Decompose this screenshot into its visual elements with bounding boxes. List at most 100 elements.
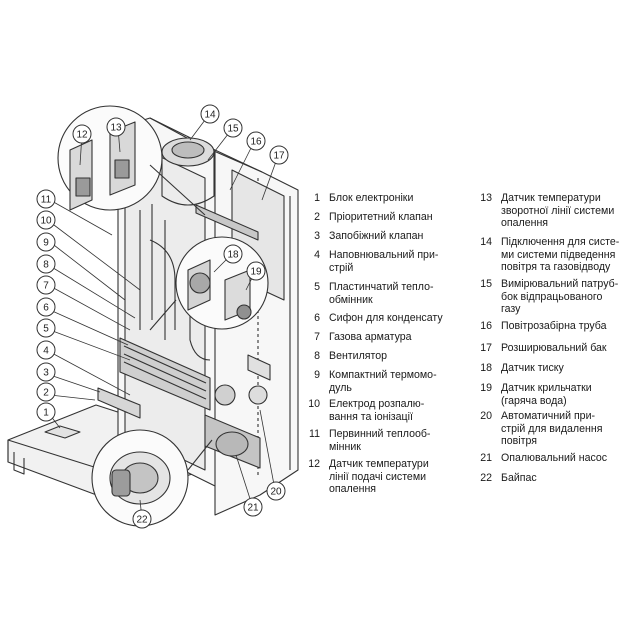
callout-21: 21	[243, 497, 263, 517]
svg-text:3: 3	[43, 368, 49, 379]
legend-num: 15	[480, 278, 492, 290]
callout-1: 1	[36, 402, 56, 422]
legend-text: Опалювальний насос	[501, 452, 608, 464]
legend-num: 8	[314, 350, 320, 362]
zoom-detail-pressure	[149, 236, 269, 331]
callout-10: 10	[36, 210, 56, 230]
legend-left: 1 Блок електроніки 2 Пріоритетний клапан 3…	[298, 192, 476, 495]
callouts: 1 2 3 4 5 6 7 8 9 10 11 12 13 14 15 16 1…	[36, 104, 289, 529]
legend-num: 2	[314, 211, 320, 223]
legend-num: 17	[480, 342, 492, 354]
legend-item-3: 3 Запобіжний клапан	[298, 230, 423, 243]
svg-text:22: 22	[136, 515, 148, 526]
callout-9: 9	[36, 232, 56, 252]
callout-7: 7	[36, 275, 56, 295]
legend-num: 1	[314, 192, 320, 204]
svg-text:7: 7	[43, 281, 49, 292]
legend-num: 21	[480, 452, 492, 464]
legend-item-10: 10 Електрод розпалю- вання та іонізації	[298, 398, 424, 423]
callout-13: 13	[106, 117, 126, 137]
callout-14: 14	[200, 104, 220, 124]
callout-11: 11	[36, 189, 56, 209]
legend-text: Автоматичний при- стрій для видалення по…	[501, 410, 603, 448]
svg-text:6: 6	[43, 303, 49, 314]
legend-num: 19	[480, 382, 492, 394]
svg-text:16: 16	[250, 137, 262, 148]
legend-text: Електрод розпалю- вання та іонізації	[329, 398, 425, 423]
legend-text: Пріоритетний клапан	[329, 211, 433, 223]
callout-12: 12	[72, 124, 92, 144]
callout-4: 4	[36, 340, 56, 360]
legend-text: Вимірювальний патруб- бок відпрацьованог…	[501, 278, 619, 316]
legend-item-8: 8 Вентилятор	[298, 350, 387, 363]
legend-num: 14	[480, 236, 492, 248]
legend-num: 7	[314, 331, 320, 343]
legend-item-21: 21 Опалювальний насос	[470, 452, 607, 465]
callout-22: 22	[132, 509, 152, 529]
svg-text:15: 15	[227, 124, 239, 135]
svg-text:10: 10	[40, 216, 52, 227]
legend-item-7: 7 Газова арматура	[298, 331, 412, 344]
callout-15: 15	[223, 118, 243, 138]
legend-num: 3	[314, 230, 320, 242]
svg-text:19: 19	[250, 267, 262, 278]
legend-item-19: 19 Датчик крильчатки (гаряча вода)	[470, 382, 592, 407]
callout-5: 5	[36, 318, 56, 338]
legend-num: 9	[314, 369, 320, 381]
legend-num: 16	[480, 320, 492, 332]
svg-text:18: 18	[227, 250, 239, 261]
svg-text:17: 17	[273, 151, 285, 162]
legend-text: Блок електроніки	[329, 192, 414, 204]
legend-text: Розширювальний бак	[501, 342, 607, 354]
legend-text: Підключення для систе- ми системи підвед…	[501, 236, 620, 274]
svg-text:1: 1	[43, 408, 49, 419]
callout-2: 2	[36, 382, 56, 402]
svg-text:12: 12	[76, 130, 88, 141]
legend-text: Газова арматура	[329, 331, 412, 343]
legend-text: Сифон для конденсату	[329, 312, 443, 324]
legend-item-16: 16 Повітрозабірна труба	[470, 320, 607, 333]
legend-text: Первинний теплооб- мінник	[329, 428, 431, 453]
svg-text:14: 14	[204, 110, 216, 121]
legend-num: 11	[309, 428, 320, 440]
legend-text: Вентилятор	[329, 350, 388, 362]
svg-text:5: 5	[43, 324, 49, 335]
legend-text: Наповнювальний при- стрій	[329, 249, 439, 274]
svg-text:8: 8	[43, 260, 49, 271]
legend-text: Датчик температури лінії подачі системи …	[329, 458, 429, 496]
svg-text:13: 13	[110, 123, 122, 134]
callout-19: 19	[246, 261, 266, 281]
legend-num: 13	[480, 192, 492, 204]
legend-text: Пластинчатий тепло- обмінник	[329, 281, 434, 306]
legend-num: 10	[308, 398, 320, 410]
legend-text: Запобіжний клапан	[329, 230, 424, 242]
legend-item-15: 15 Вимірювальний патруб- бок відпрацьован…	[470, 278, 618, 316]
legend-item-14: 14 Підключення для систе- ми системи підв…	[470, 236, 619, 274]
legend-num: 22	[480, 472, 492, 484]
callout-3: 3	[36, 362, 56, 382]
callout-16: 16	[246, 131, 266, 151]
legend-text: Датчик крильчатки (гаряча вода)	[501, 382, 592, 407]
callout-18: 18	[223, 244, 243, 264]
leader-lines	[49, 115, 279, 520]
svg-text:20: 20	[270, 487, 282, 498]
svg-text:2: 2	[43, 388, 49, 399]
callout-8: 8	[36, 254, 56, 274]
legend-text: Повітрозабірна труба	[501, 320, 607, 332]
svg-text:4: 4	[43, 346, 49, 357]
callout-20: 20	[266, 481, 286, 501]
svg-text:21: 21	[247, 503, 259, 514]
svg-text:11: 11	[41, 195, 52, 206]
flue-connection-drawing	[161, 137, 215, 206]
